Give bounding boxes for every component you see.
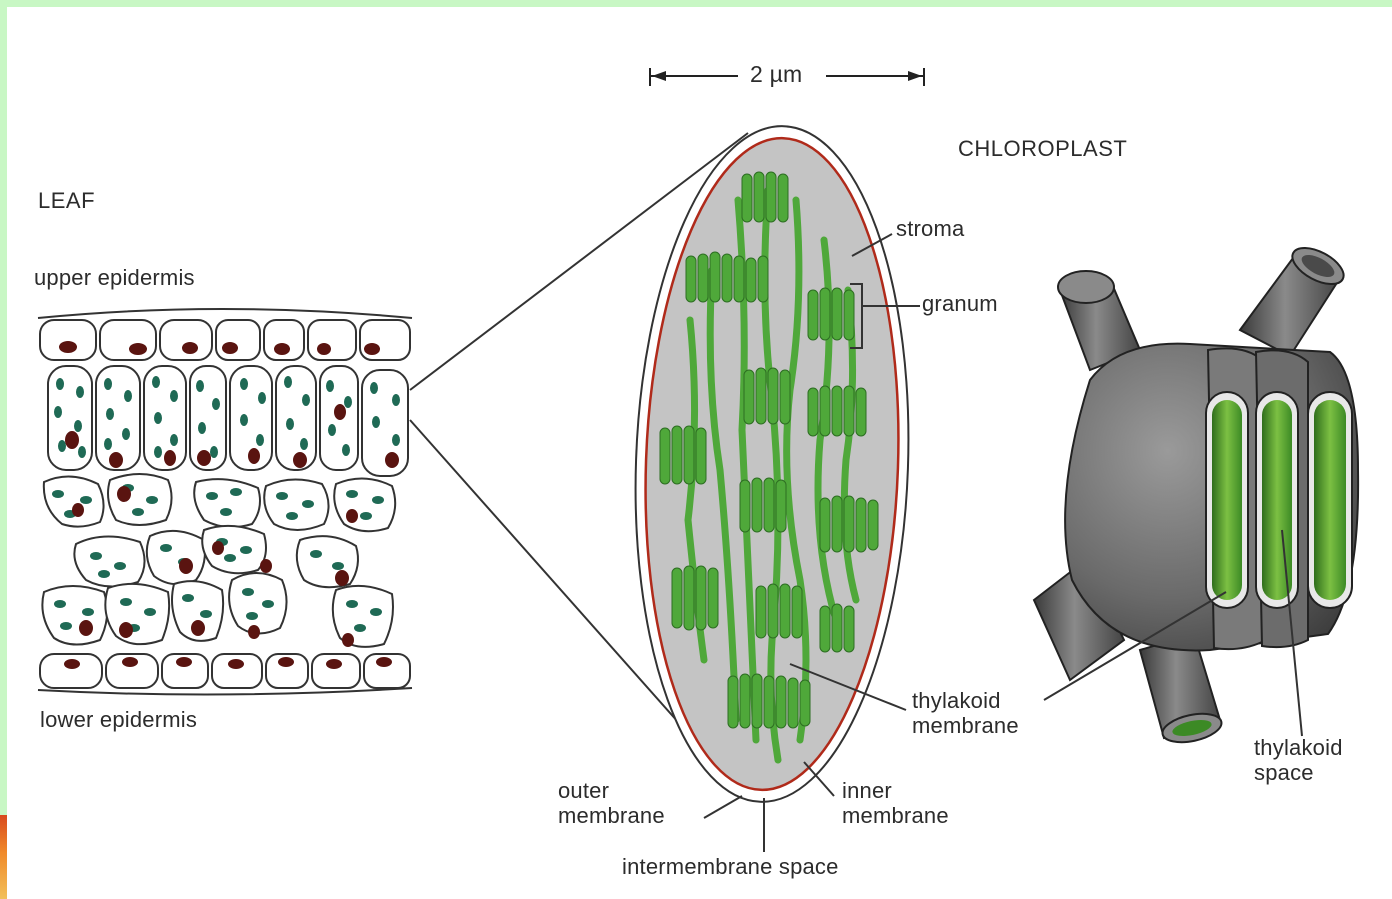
granum-label: granum xyxy=(922,292,998,317)
thylakoid-space-label: thylakoid space xyxy=(1254,736,1343,785)
upper-epidermis-label: upper epidermis xyxy=(34,266,195,291)
chloroplast-title: CHLOROPLAST xyxy=(958,137,1127,162)
leaf-cross-section xyxy=(38,309,412,695)
leaf-title: LEAF xyxy=(38,189,95,214)
outer-membrane-label: outer membrane xyxy=(558,779,665,828)
thylakoid-3d-model xyxy=(1034,240,1358,746)
scale-bar-label: 2 µm xyxy=(750,62,802,88)
thylakoid-membrane-label: thylakoid membrane xyxy=(912,689,1019,738)
intermembrane-space-label: intermembrane space xyxy=(622,855,839,880)
palisade-cells xyxy=(48,366,408,476)
spongy-mesophyll-cells xyxy=(42,474,395,647)
upper-epidermis-cells xyxy=(40,320,410,360)
lower-epidermis-cells xyxy=(40,654,410,688)
chloroplast-section xyxy=(624,121,919,806)
inner-membrane-label: inner membrane xyxy=(842,779,949,828)
stroma-label: stroma xyxy=(896,217,964,242)
lower-epidermis-label: lower epidermis xyxy=(40,708,197,733)
